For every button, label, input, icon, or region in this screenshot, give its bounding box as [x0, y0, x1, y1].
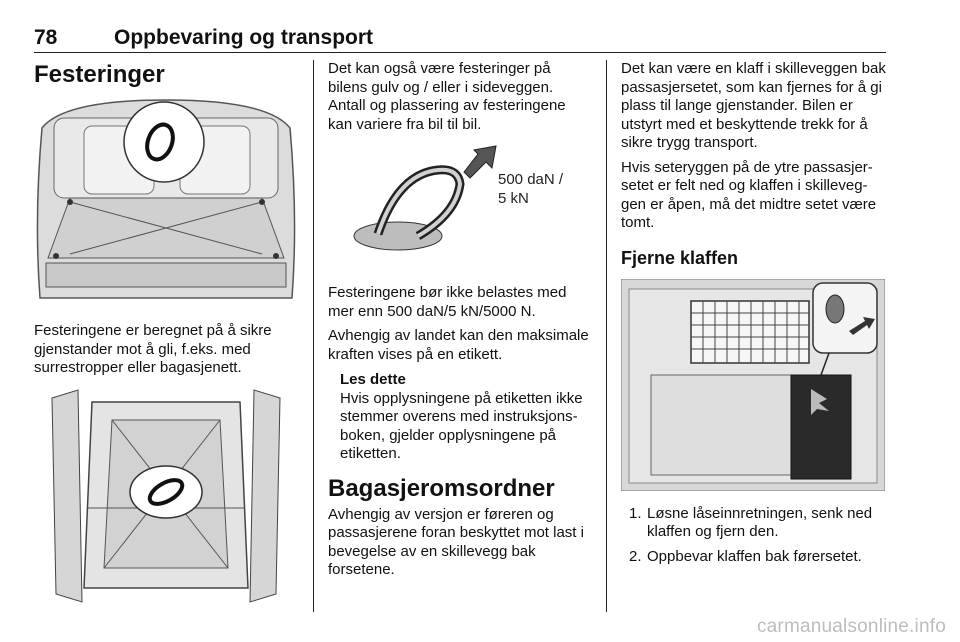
ring-figure: 500 daN / 5 kN [328, 144, 592, 270]
paragraph: Avhengig av versjon er føreren og passas… [328, 505, 584, 579]
column-divider-1 [313, 60, 314, 612]
step-text: Løsne låseinnretningen, senk ned klaffen… [647, 504, 873, 541]
subheading-fjerne-klaffen: Fjerne klaffen [621, 247, 739, 268]
trunk-illustration [34, 98, 298, 308]
step-number: 2. [629, 547, 642, 565]
cargo-area-illustration [48, 387, 284, 608]
steps-list: 1. Løsne låseinnretningen, senk ned klaff… [621, 505, 887, 567]
note-text: Hvis opplysningene på etiketten ikke ste… [340, 389, 583, 463]
paragraph: Avhengig av landet kan den maksi­male kr… [328, 327, 589, 363]
partition-flap-illustration [621, 278, 885, 491]
running-title: Oppbevaring og transport [114, 26, 374, 49]
watermark: carmanualsonline.info [756, 616, 946, 637]
load-label-line-2: 5 kN [498, 190, 529, 207]
load-label: 500 daN / 5 kN [498, 170, 563, 208]
note-title: Les dette [340, 371, 406, 388]
section-heading-festeringer: Festeringer [34, 61, 165, 88]
column-1: Festeringer Festeringene er beregnet på … [34, 60, 300, 608]
paragraph: Det kan være en klaff i skilleveggen bak… [621, 60, 886, 151]
paragraph: Festeringene er beregnet på å sikre gjen… [34, 322, 272, 376]
page-number: 78 [34, 26, 58, 49]
paragraph: Hvis seteryggen på de ytre passasjer­set… [621, 158, 877, 232]
lashing-ring-illustration [353, 145, 497, 251]
note-box: Les dette Hvis opplysningene på etikette… [328, 371, 592, 464]
step-item: 2. Oppbevar klaffen bak førersetet. [621, 548, 887, 567]
page-header: 78 Oppbevaring og transport [34, 26, 886, 53]
column-3: Det kan være en klaff i skilleveggen bak… [621, 60, 887, 566]
paragraph: Festeringene bør ikke belastes med mer e… [328, 284, 567, 320]
step-text: Oppbevar klaffen bak førersetet. [647, 547, 862, 565]
column-divider-2 [606, 60, 607, 612]
step-number: 1. [629, 504, 642, 522]
paragraph: Det kan også være festeringer på bilens … [328, 60, 566, 133]
column-2: Det kan også være festeringer på bilens … [328, 60, 592, 580]
load-label-line-1: 500 daN / [498, 171, 564, 188]
section-heading-bagasjeromsordner: Bagasjeromsordner [328, 474, 555, 502]
step-item: 1. Løsne låseinnretningen, senk ned klaff… [621, 505, 887, 542]
